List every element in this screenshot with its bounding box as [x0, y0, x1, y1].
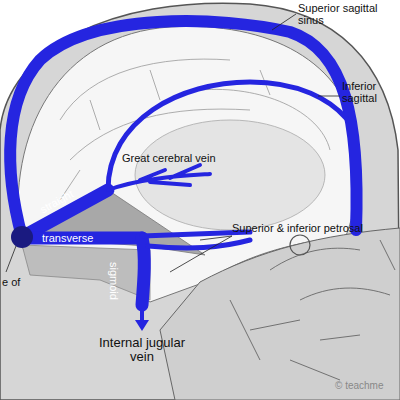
jugular-arrow-shaft	[140, 305, 144, 322]
face-sketch-lines	[230, 240, 395, 380]
leader-line	[200, 236, 232, 240]
brain-impression	[135, 120, 325, 230]
leader-line	[6, 246, 16, 272]
inferior-sagittal-sinus	[108, 82, 346, 190]
confluence-of-sinuses	[11, 226, 33, 248]
jugular-arrow-head	[135, 320, 149, 331]
skull-outline	[0, 3, 400, 400]
skull-base	[160, 228, 400, 400]
watermark: © teachme	[335, 380, 384, 391]
leader-line	[170, 236, 232, 272]
leader-line	[272, 14, 296, 30]
vein-label: Internal jugular vein	[92, 336, 192, 365]
sinus-label: Superior & inferior petrosal	[232, 222, 363, 234]
leader-line	[318, 96, 340, 97]
sigmoid-sinus	[142, 238, 144, 305]
superior-sagittal-sinus	[10, 21, 356, 237]
transverse-sinus	[22, 232, 142, 245]
vein-label: Great cerebral vein	[122, 152, 216, 164]
posterior-fossa	[22, 245, 150, 300]
great-cerebral-vein	[108, 165, 210, 190]
sinus-label: e of	[2, 276, 20, 288]
sinus-label: Superior sagittal sinus	[298, 2, 388, 26]
sinus-band-label: transverse	[42, 232, 93, 244]
sinus-label: Inferior sagittal	[342, 80, 398, 104]
sinus-band-label: sigmoid	[108, 262, 120, 300]
sella-outline	[290, 235, 310, 255]
petrosal-sinuses	[142, 232, 250, 248]
